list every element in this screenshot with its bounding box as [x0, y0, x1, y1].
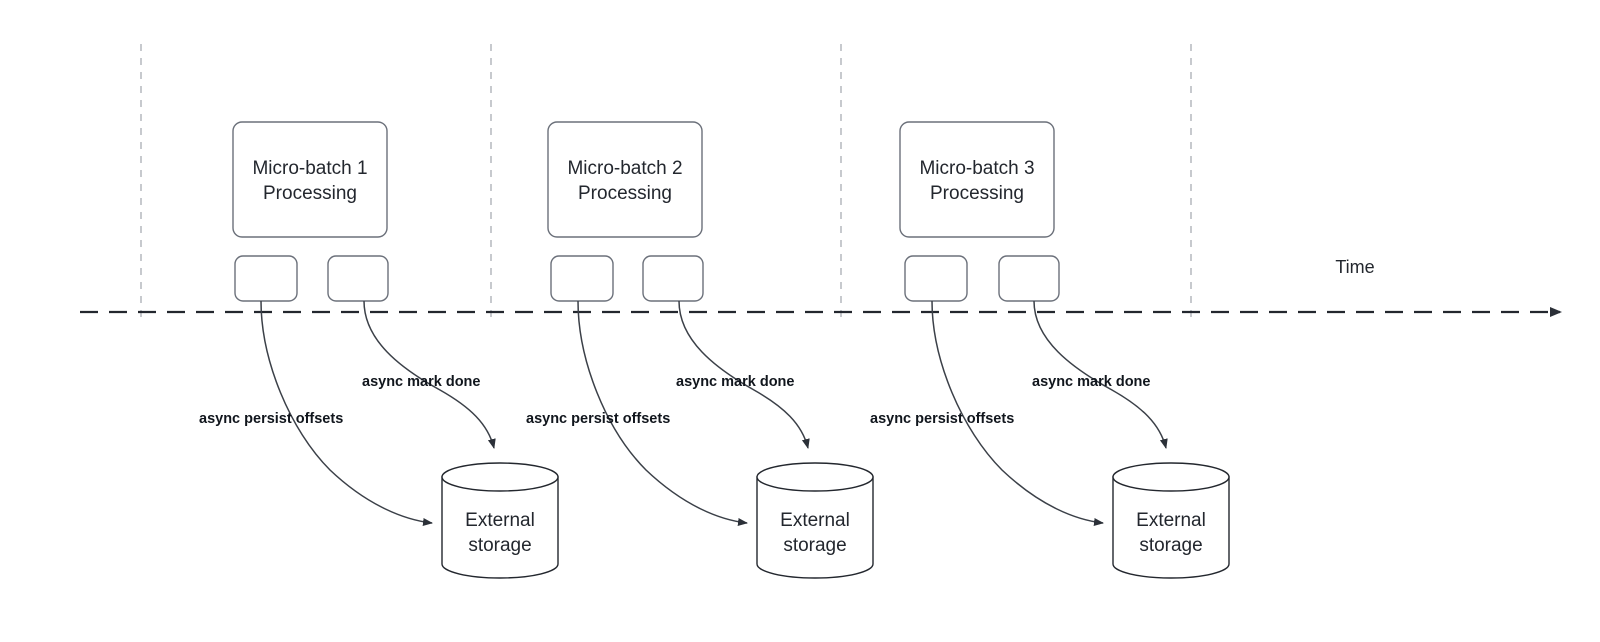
micro-batch-1-title-line2: Processing: [263, 183, 357, 204]
external-storage-1-label-line2: storage: [468, 535, 531, 556]
micro-batch-3-title-line1: Micro-batch 3: [919, 158, 1034, 179]
external-storage-3-label-line2: storage: [1139, 535, 1202, 556]
async-persist-offsets-edge-3-label: async persist offsets: [870, 411, 1014, 427]
async-mark-done-edge-1-label: async mark done: [362, 374, 480, 390]
micro-batch-1-title-line1: Micro-batch 1: [252, 158, 367, 179]
external-storage-3-top: [1112, 462, 1230, 492]
async-persist-offsets-edge-3: [931, 300, 1104, 526]
async-mark-done-edge-2-label: async mark done: [676, 374, 794, 390]
batch-group-3: Micro-batch 3 Processing async persist off…: [870, 121, 1230, 579]
external-storage-1-label-line1: External: [465, 510, 535, 531]
external-storage-2[interactable]: External storage: [756, 462, 874, 579]
async-mark-done-edge-3-label: async mark done: [1032, 374, 1150, 390]
batch-boundary-guides: [140, 44, 1192, 318]
async-persist-offsets-edge-1-label: async persist offsets: [199, 411, 343, 427]
external-storage-3[interactable]: External storage: [1112, 462, 1230, 579]
micro-batch-1-box[interactable]: [232, 121, 388, 238]
async-mark-done-edge-3: [1033, 300, 1168, 449]
external-storage-2-label-line1: External: [780, 510, 850, 531]
micro-batch-2-title-line2: Processing: [578, 183, 672, 204]
micro-batch-3-box[interactable]: [899, 121, 1055, 238]
time-axis-label: Time: [1335, 257, 1374, 277]
async-persist-offsets-edge-1: [260, 300, 433, 526]
task-box-3b[interactable]: [998, 255, 1060, 302]
timeline-axis: Time: [80, 257, 1562, 317]
external-storage-2-label-line2: storage: [783, 535, 846, 556]
task-box-1b[interactable]: [327, 255, 389, 302]
micro-batch-2-box[interactable]: [547, 121, 703, 238]
external-storage-2-body: [756, 476, 874, 579]
micro-batch-2-title-line1: Micro-batch 2: [567, 158, 682, 179]
task-box-3a[interactable]: [904, 255, 968, 302]
task-box-2a[interactable]: [550, 255, 614, 302]
external-storage-1-top: [441, 462, 559, 492]
external-storage-3-body: [1112, 476, 1230, 579]
external-storage-3-label-line1: External: [1136, 510, 1206, 531]
batch-group-2: Micro-batch 2 Processing async persist off…: [526, 121, 874, 579]
task-box-2b[interactable]: [642, 255, 704, 302]
batch-groups: Micro-batch 1 Processing async persist off…: [199, 121, 1230, 579]
task-box-1a[interactable]: [234, 255, 298, 302]
micro-batch-3-title-line2: Processing: [930, 183, 1024, 204]
external-storage-1[interactable]: External storage: [441, 462, 559, 579]
async-persist-offsets-edge-2-label: async persist offsets: [526, 411, 670, 427]
external-storage-1-body: [441, 476, 559, 579]
async-mark-done-edge-1: [363, 300, 496, 449]
async-persist-offsets-edge-2: [577, 300, 748, 526]
batch-group-1: Micro-batch 1 Processing async persist off…: [199, 121, 559, 579]
async-mark-done-edge-2: [678, 300, 810, 449]
external-storage-2-top: [756, 462, 874, 492]
